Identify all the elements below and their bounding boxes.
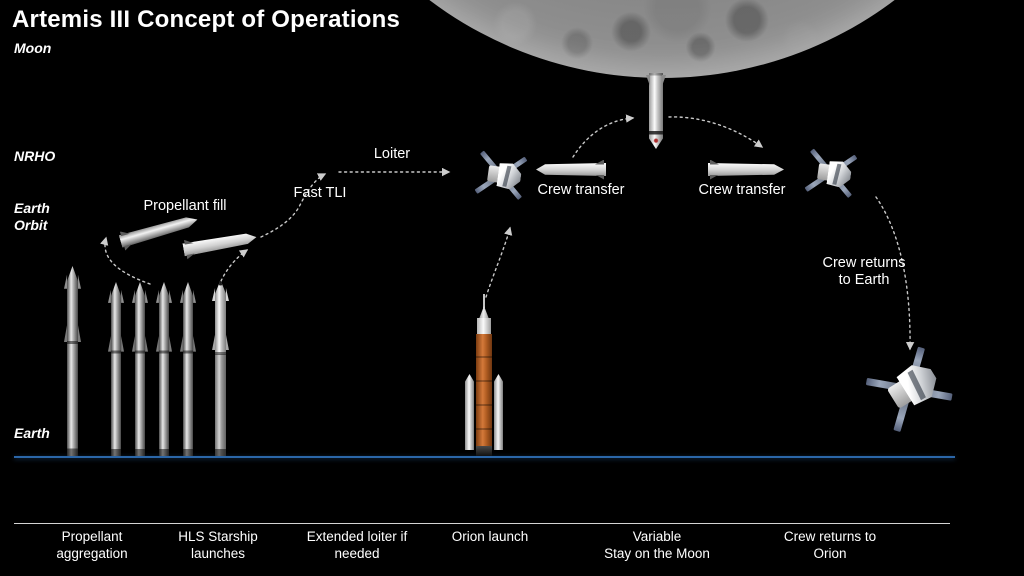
- sls-rocket-icon: [464, 294, 504, 458]
- annotation-fast-tli: Fast TLI: [293, 185, 347, 201]
- orbit-label-moon: Moon: [14, 40, 52, 56]
- annotation-crew-transfer-right: Crew transfer: [698, 182, 786, 198]
- earth-surface-line: [14, 456, 955, 458]
- trajectory-ascent-from-moon-arrow: [668, 116, 764, 148]
- starship-rocket-icon: [132, 282, 148, 456]
- orbit-label-nrho: NRHO: [14, 148, 56, 164]
- annotation-crew-returns-earth: Crew returns to Earth: [822, 255, 906, 288]
- starship-rocket-icon: [64, 266, 81, 456]
- phase-divider-line: [14, 523, 950, 524]
- hls-starship-rocket-icon: [212, 280, 229, 456]
- annotation-propellant-fill: Propellant fill: [143, 198, 227, 214]
- phase-label-orion-launch: Orion launch: [451, 529, 529, 544]
- trajectory-descent-to-moon-arrow: [572, 114, 635, 158]
- phase-label-hls-starship-launches: HLS Starship launches: [178, 529, 258, 561]
- orion-spacecraft-icon: [467, 141, 535, 209]
- phase-label-crew-returns-orion: Crew returns to Orion: [783, 529, 877, 561]
- orbit-label-earth: Earth: [14, 425, 50, 441]
- annotation-loiter: Loiter: [373, 146, 411, 162]
- trajectory-hls-launch-to-depot-arrow: [220, 249, 249, 282]
- orion-spacecraft-icon: [797, 139, 865, 207]
- starship-rocket-icon: [156, 282, 172, 456]
- phase-label-propellant-aggregation: Propellant aggregation: [56, 529, 128, 561]
- trajectory-fast-tli-arrow: [260, 173, 327, 238]
- trajectory-orion-launch-arrow: [485, 226, 513, 298]
- hls-lunar-lander-icon: [646, 73, 666, 149]
- phase-label-stay-on-moon: Variable Stay on the Moon: [604, 529, 710, 561]
- hls-starship-icon: [708, 159, 784, 180]
- hls-starship-icon: [536, 159, 606, 180]
- orbit-label-earth-orbit: Earth Orbit: [14, 200, 50, 233]
- starship-rocket-icon: [108, 282, 124, 456]
- trajectory-return-to-earth-arrow: [875, 196, 915, 351]
- annotation-crew-transfer-left: Crew transfer: [537, 182, 625, 198]
- starship-rocket-icon: [180, 282, 196, 456]
- page-title: Artemis III Concept of Operations: [12, 6, 400, 33]
- phase-label-extended-loiter: Extended loiter if needed: [306, 529, 408, 561]
